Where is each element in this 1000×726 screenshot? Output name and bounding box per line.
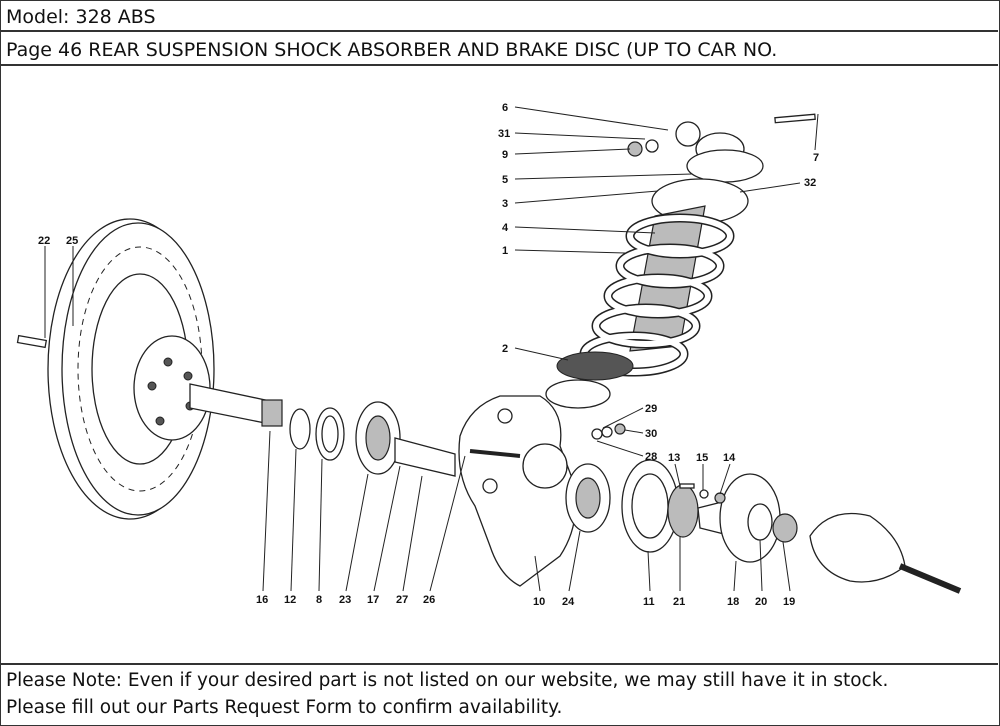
note-line-2: Please fill out our Parts Request Form t… [6, 697, 563, 718]
nut [627, 141, 643, 157]
callout-25: 25 [66, 235, 78, 247]
parts-diagram: 6 31 9 5 3 4 1 2 7 32 22 25 29 30 28 13 … [0, 66, 998, 663]
bearing-cover-plate-inner [631, 473, 669, 539]
callout-24: 24 [562, 596, 575, 608]
callout-1: 1 [502, 245, 508, 257]
callout-23: 23 [339, 594, 351, 606]
callout-14: 14 [723, 452, 736, 464]
callout-26: 26 [423, 594, 435, 606]
stud-bolt [16, 334, 48, 349]
stud [679, 483, 695, 489]
seal-ring [289, 408, 311, 450]
small-washer [699, 489, 709, 499]
flange-nut [772, 513, 798, 543]
callout-8: 8 [316, 594, 322, 606]
spacer-ring-inner [321, 415, 339, 453]
callout-20: 20 [755, 596, 767, 608]
drive-shaft [898, 563, 962, 594]
washer-lower [591, 428, 603, 440]
lock-washer [601, 426, 613, 438]
callout-18: 18 [727, 596, 739, 608]
callout-13: 13 [668, 452, 680, 464]
callout-21: 21 [673, 596, 685, 608]
seal [667, 484, 699, 538]
callout-31: 31 [498, 128, 510, 140]
availability-note: Please Note: Even if your desired part i… [0, 663, 998, 726]
bearing-inner [365, 415, 391, 461]
callout-7: 7 [813, 152, 819, 164]
callout-29: 29 [645, 403, 657, 415]
cv-joint-boot [809, 512, 906, 583]
callout-5: 5 [502, 174, 508, 186]
note-line-1: Please Note: Even if your desired part i… [6, 670, 889, 691]
axle-shaft [189, 383, 283, 427]
bolt [774, 113, 816, 124]
hub-bearing-inner [575, 477, 601, 519]
callout-19: 19 [783, 596, 795, 608]
washer [645, 139, 659, 153]
callout-2: 2 [502, 343, 508, 355]
callout-27: 27 [396, 594, 408, 606]
callout-3: 3 [502, 198, 508, 210]
leader-lines [44, 106, 819, 592]
callout-17: 17 [367, 594, 379, 606]
callout-16: 16 [256, 594, 268, 606]
callout-6: 6 [502, 102, 508, 114]
small-nut [714, 492, 726, 504]
spacer-sleeve [394, 437, 456, 477]
model-label: Model: 328 ABS [0, 0, 998, 32]
callout-22: 22 [38, 235, 50, 247]
callout-15: 15 [696, 452, 708, 464]
callout-11: 11 [643, 596, 655, 608]
callout-12: 12 [284, 594, 296, 606]
callout-9: 9 [502, 149, 508, 161]
hub-carrier [458, 395, 577, 587]
shock-absorber [545, 121, 764, 409]
page-title: Page 46 REAR SUSPENSION SHOCK ABSORBER A… [0, 32, 998, 66]
flange-washer [747, 503, 773, 541]
callout-32: 32 [804, 177, 816, 189]
callout-labels: 6 31 9 5 3 4 1 2 7 32 22 25 29 30 28 13 … [38, 102, 819, 608]
nut-lower [614, 423, 626, 435]
callout-10: 10 [533, 596, 545, 608]
callout-4: 4 [502, 222, 509, 234]
exploded-view-drawing: 6 31 9 5 3 4 1 2 7 32 22 25 29 30 28 13 … [16, 102, 962, 608]
callout-30: 30 [645, 428, 657, 440]
callout-28: 28 [645, 451, 657, 463]
